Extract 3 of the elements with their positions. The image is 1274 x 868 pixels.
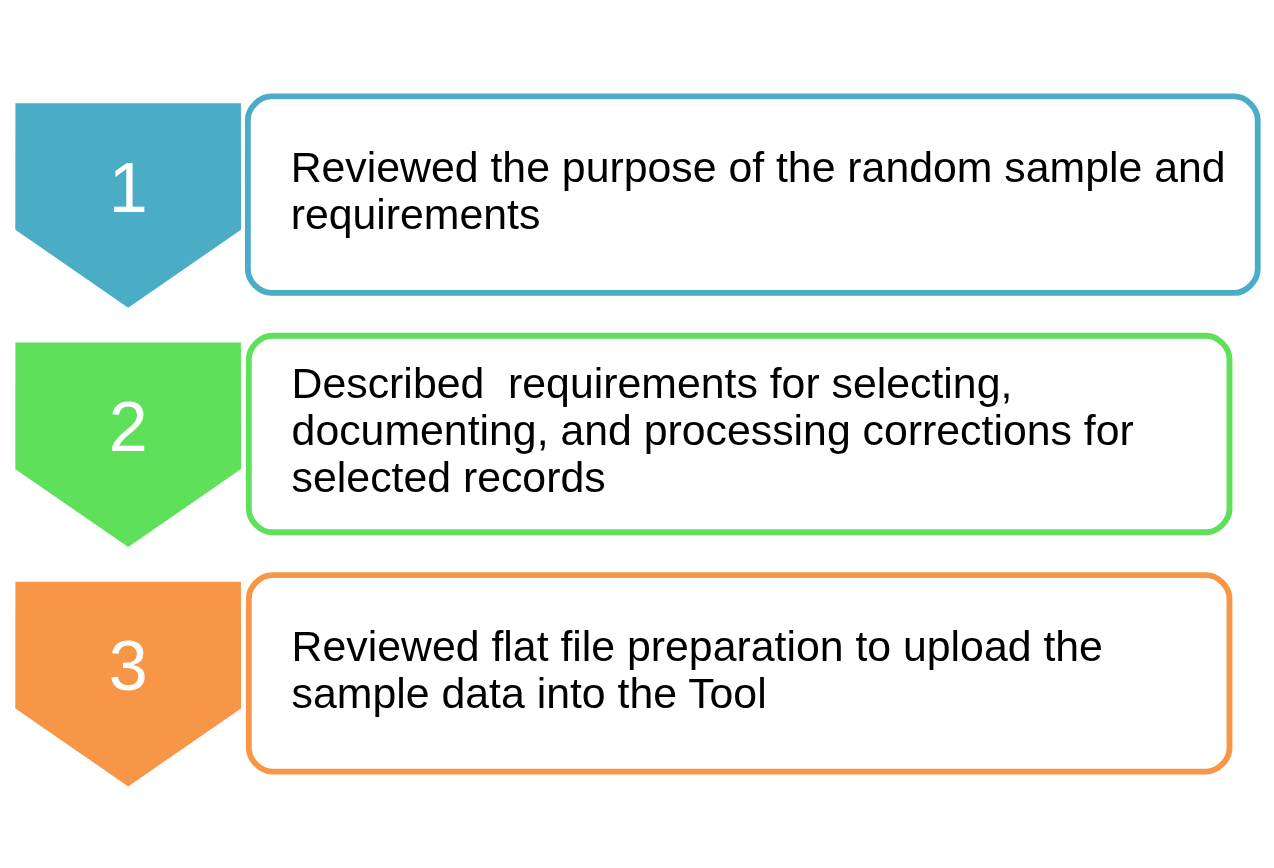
- node-box: Reviewed flat file preparation to upload the sample data into the Tool: [245, 572, 1233, 775]
- node-box: Described requirements for selecting, documenting, and processing corrections for selected records: [245, 332, 1233, 536]
- node-box: Reviewed the purpose of the random sample and requirements: [244, 93, 1261, 296]
